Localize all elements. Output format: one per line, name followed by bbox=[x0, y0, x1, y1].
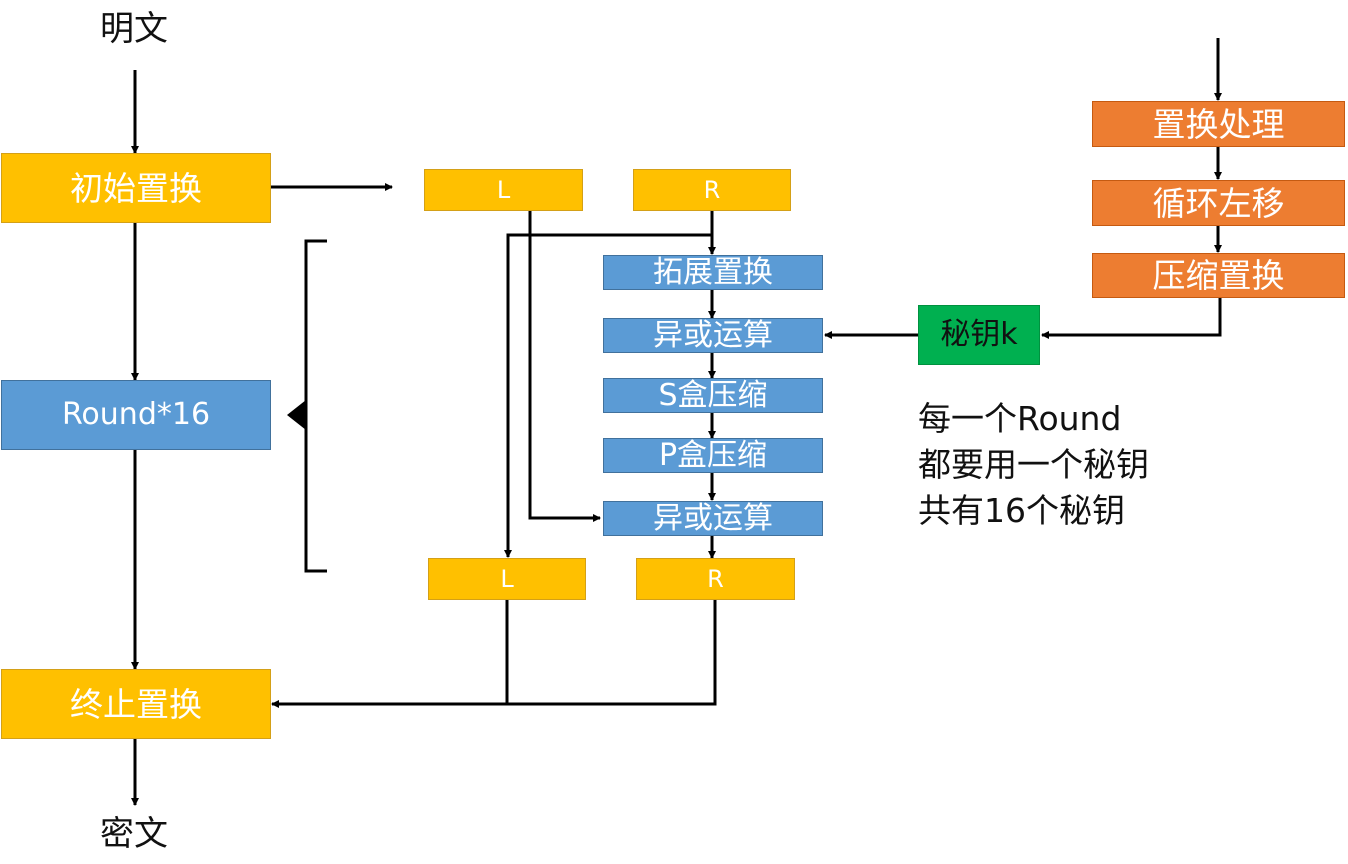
sbox-block: S盒压缩 bbox=[603, 378, 823, 413]
arrow-l-to-xor2 bbox=[528, 211, 601, 522]
note-line-2: 都要用一个秘钥 bbox=[918, 445, 1149, 484]
round-block: Round*16 bbox=[1, 380, 271, 450]
arrow-new-r-to-final bbox=[271, 600, 717, 708]
final-permutation-block: 终止置换 bbox=[1, 669, 271, 739]
note-line-3: 共有16个秘钥 bbox=[918, 491, 1125, 530]
round-bracket bbox=[304, 239, 327, 573]
xor-with-key-block: 异或运算 bbox=[603, 318, 823, 353]
right-half-top: R bbox=[633, 169, 791, 211]
subkey-block: 秘钥k bbox=[918, 305, 1040, 365]
arrow-r-to-new-l bbox=[504, 211, 714, 558]
left-half-top: L bbox=[424, 169, 583, 211]
expansion-permutation-block: 拓展置换 bbox=[603, 255, 823, 290]
ciphertext-label: 密文 bbox=[100, 814, 168, 854]
compression-permutation-block: 压缩置换 bbox=[1092, 253, 1345, 298]
bracket-pointer bbox=[287, 400, 306, 430]
xor-with-left-block: 异或运算 bbox=[603, 501, 823, 536]
plaintext-label: 明文 bbox=[100, 9, 168, 49]
left-half-bottom: L bbox=[428, 558, 586, 600]
circular-left-shift-block: 循环左移 bbox=[1092, 180, 1345, 226]
key-permutation-block: 置换处理 bbox=[1092, 101, 1345, 147]
arrow-compress-to-subkey bbox=[1041, 298, 1222, 339]
round-key-note: 每一个Round 都要用一个秘钥 共有16个秘钥 bbox=[918, 396, 1149, 534]
right-half-bottom: R bbox=[636, 558, 795, 600]
pbox-block: P盒压缩 bbox=[603, 438, 823, 473]
initial-permutation-block: 初始置换 bbox=[1, 153, 271, 223]
note-line-1: 每一个Round bbox=[918, 399, 1122, 438]
